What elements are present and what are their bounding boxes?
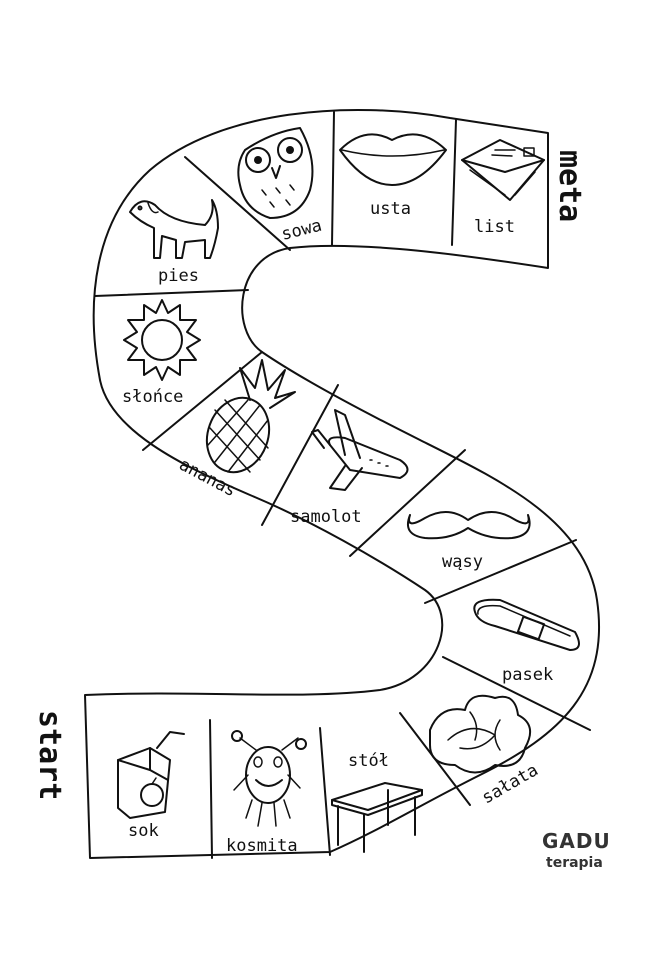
board-cell-sok: sok (117, 731, 185, 841)
track-outline (84, 109, 600, 859)
board-cell-sowa: sowa (237, 127, 324, 245)
logo-line1: GADU (542, 829, 611, 853)
gadu-terapia-logo: GADU terapia (542, 829, 611, 871)
board-cell-slonce: słońce (122, 299, 201, 407)
board-cell-kosmita: kosmita (226, 730, 307, 856)
cell-label: sok (128, 821, 159, 841)
board-cell-list: list (461, 139, 545, 237)
board-cell-wasy: wąsy (406, 511, 531, 572)
alien-icon (231, 730, 307, 827)
board-cell-samolot: samolot (290, 409, 409, 527)
dog-icon (129, 199, 219, 259)
cell-label: usta (370, 199, 411, 219)
cell-dividers (94, 111, 591, 859)
cell-label: sowa (279, 216, 324, 245)
board-cell-ananas: ananas (176, 359, 296, 501)
cell-label: słońce (122, 387, 183, 407)
start-label: start (32, 710, 67, 800)
logo-line2: terapia (546, 855, 603, 871)
pineapple-icon (205, 359, 296, 474)
cell-label: samolot (290, 507, 362, 527)
juice-box-icon (117, 731, 185, 819)
sun-icon (123, 299, 201, 381)
finish-label: meta (552, 150, 587, 222)
owl-icon (237, 127, 314, 219)
table-icon (331, 782, 423, 853)
cell-label: pies (158, 266, 199, 286)
cell-label: kosmita (226, 836, 298, 856)
board-cell-stol: stół (331, 751, 423, 853)
belt-icon (473, 598, 580, 651)
board-cell-usta: usta (339, 133, 447, 219)
envelope-icon (461, 139, 545, 201)
cell-label: stół (348, 751, 389, 771)
mustache-icon (406, 511, 531, 540)
cell-label: list (474, 217, 515, 237)
airplane-icon (311, 409, 409, 491)
lettuce-icon (429, 694, 532, 774)
board-cell-pies: pies (129, 199, 219, 286)
cell-label: pasek (502, 665, 553, 685)
cell-label: ananas (176, 455, 240, 501)
cell-label: wąsy (442, 552, 483, 572)
lips-icon (339, 133, 447, 186)
cell-label: sałata (479, 760, 542, 808)
board-cell-pasek: pasek (473, 598, 580, 685)
